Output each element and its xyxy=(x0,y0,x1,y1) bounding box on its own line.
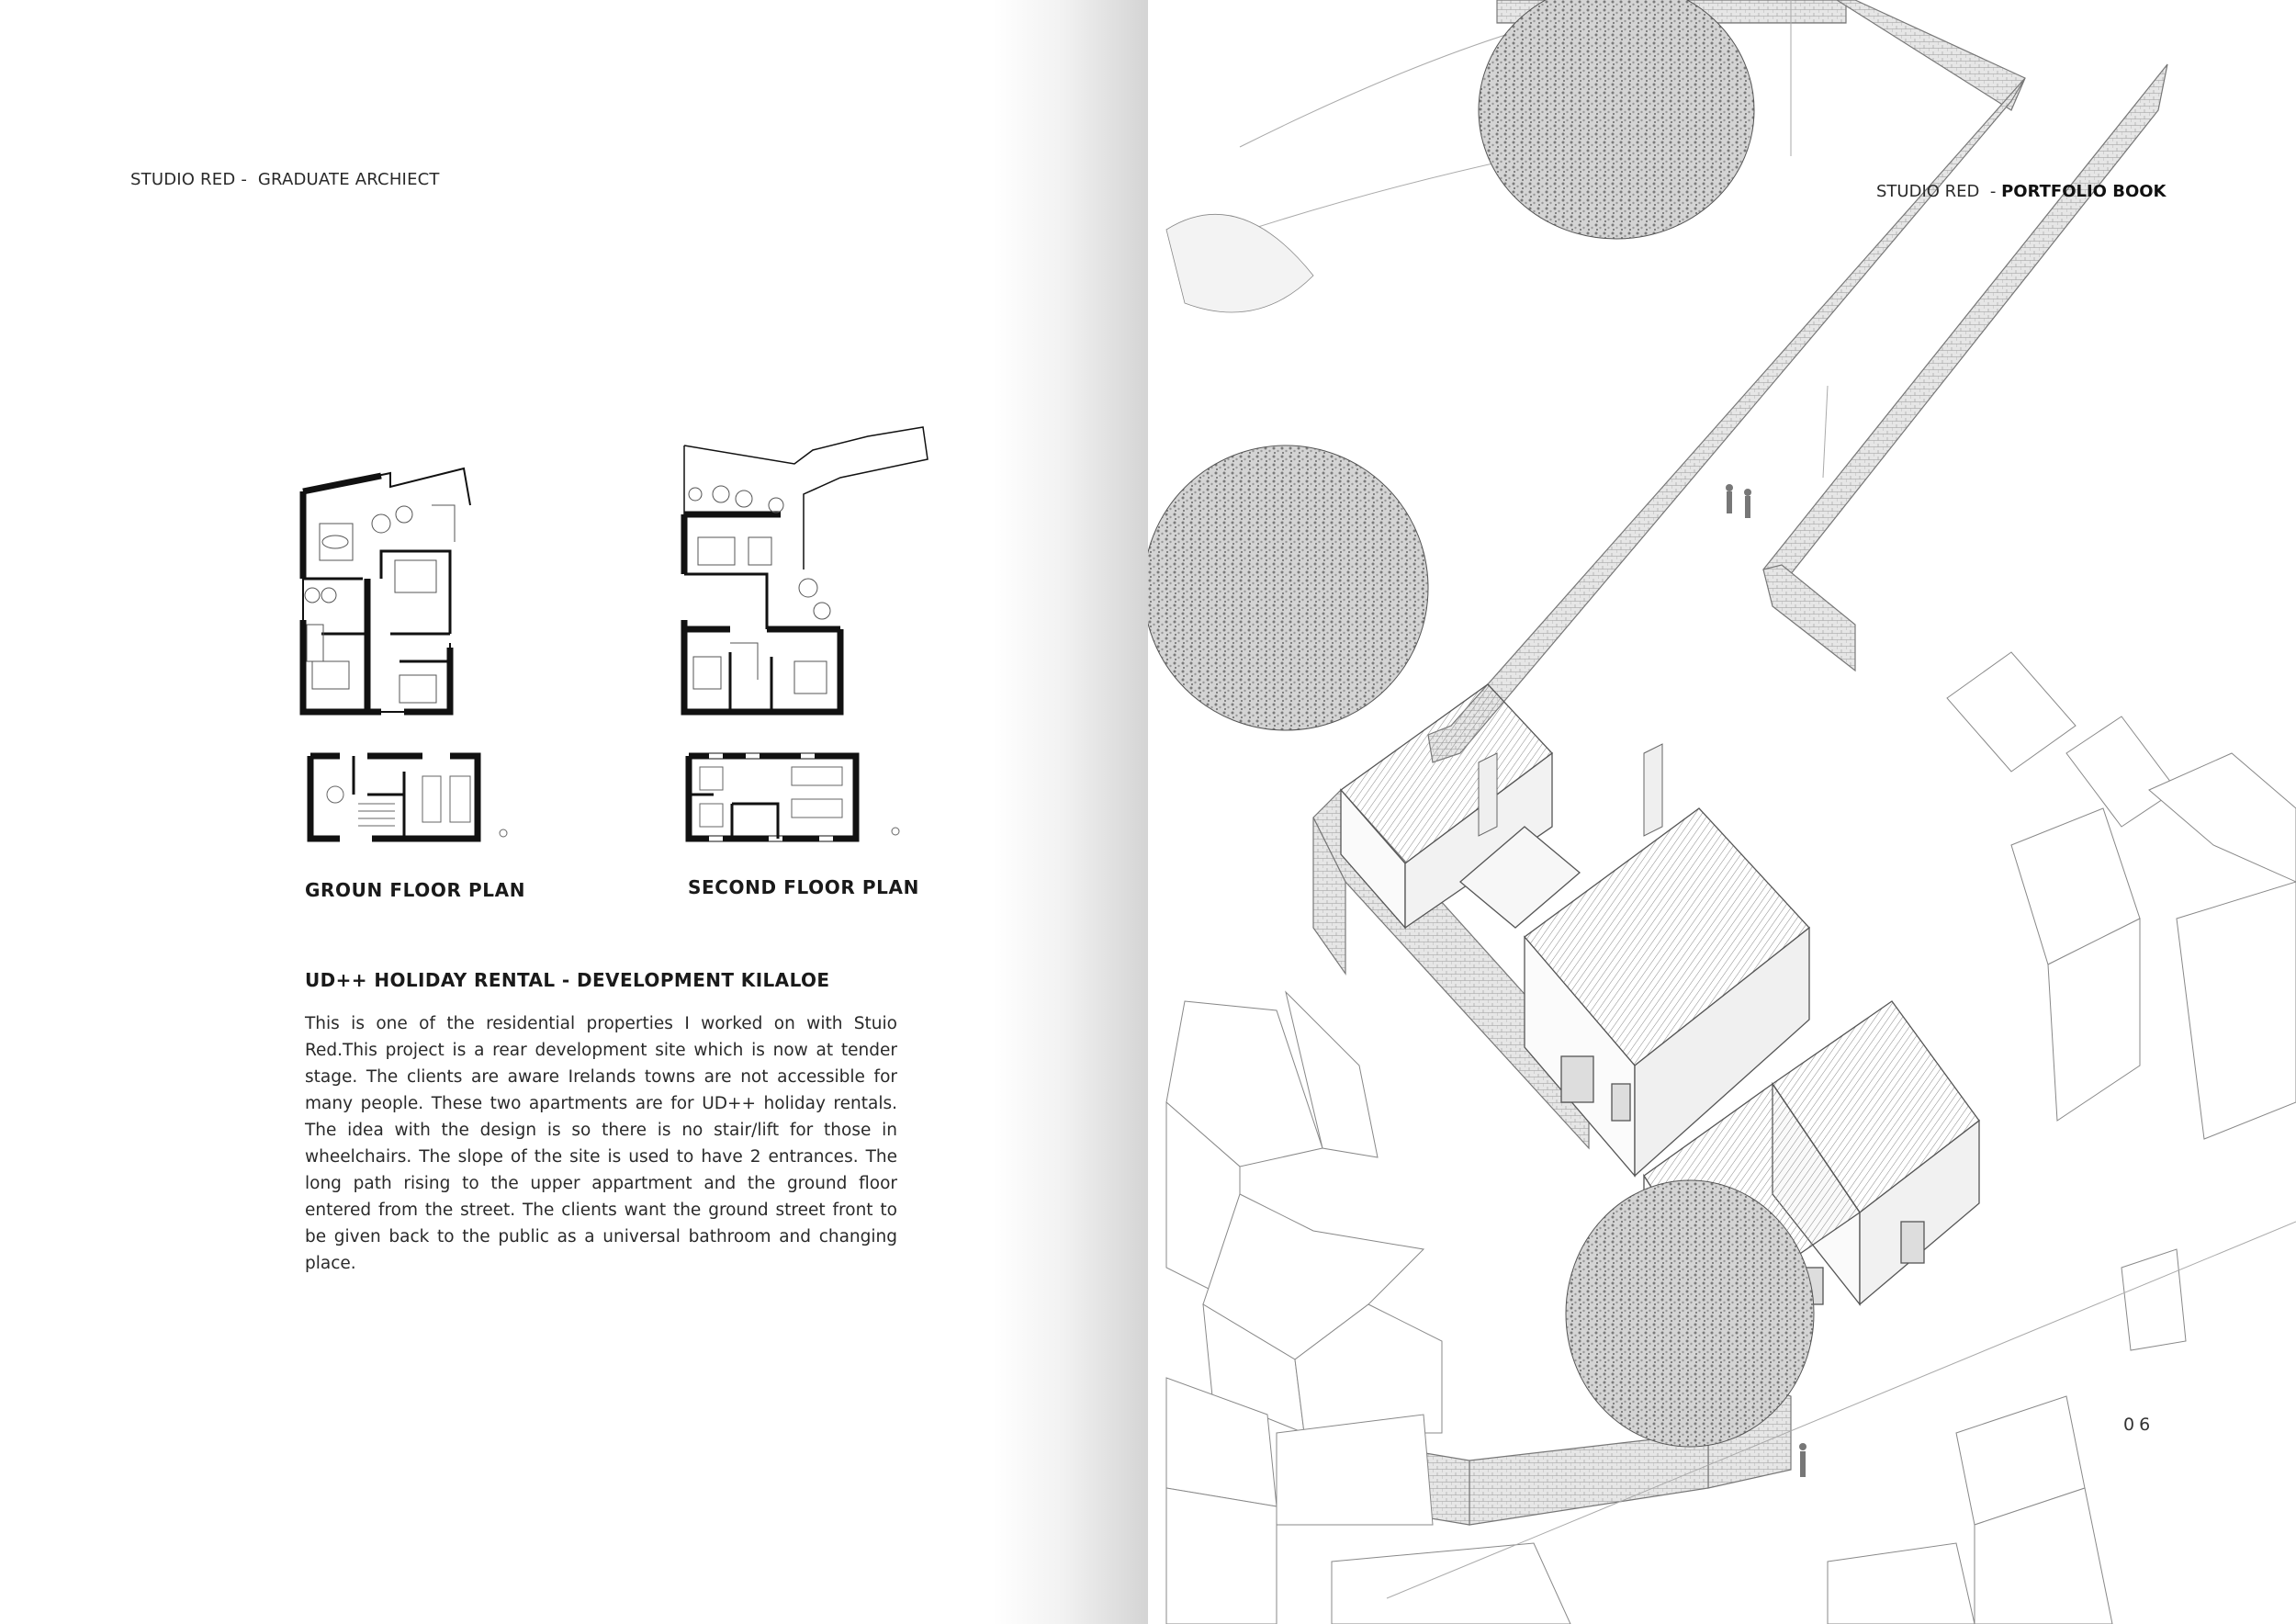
ground-floor-lower-plan-drawing xyxy=(307,752,508,842)
project-description: This is one of the residential propertie… xyxy=(305,1014,897,1273)
second-floor-lower-plan-drawing xyxy=(685,752,900,842)
axonometric-site-drawing xyxy=(1148,0,2296,1624)
header-studio: STUDIO RED xyxy=(1876,182,1980,201)
second-floor-plan-label: SECOND FLOOR PLAN xyxy=(688,876,919,898)
page-gutter-shadow xyxy=(992,0,1148,1624)
right-page: STUDIO RED - PORTFOLIO BOOK 06 xyxy=(1148,0,2296,1624)
ground-floor-plan-label: GROUN FLOOR PLAN xyxy=(305,879,526,901)
header-separator: - xyxy=(1979,182,2002,201)
left-page: STUDIO RED - GRADUATE ARCHIECT xyxy=(130,0,1148,1624)
right-page-header: STUDIO RED - PORTFOLIO BOOK xyxy=(1876,182,2167,201)
project-title: UD++ HOLIDAY RENTAL - DEVELOPMENT KILALO… xyxy=(305,969,830,991)
ground-floor-plan-drawing xyxy=(299,467,471,716)
left-page-header: STUDIO RED - GRADUATE ARCHIECT xyxy=(130,170,440,189)
header-portfolio-book: PORTFOLIO BOOK xyxy=(2001,182,2167,201)
second-floor-plan-drawing xyxy=(681,426,929,716)
page-number: 06 xyxy=(2123,1415,2155,1435)
